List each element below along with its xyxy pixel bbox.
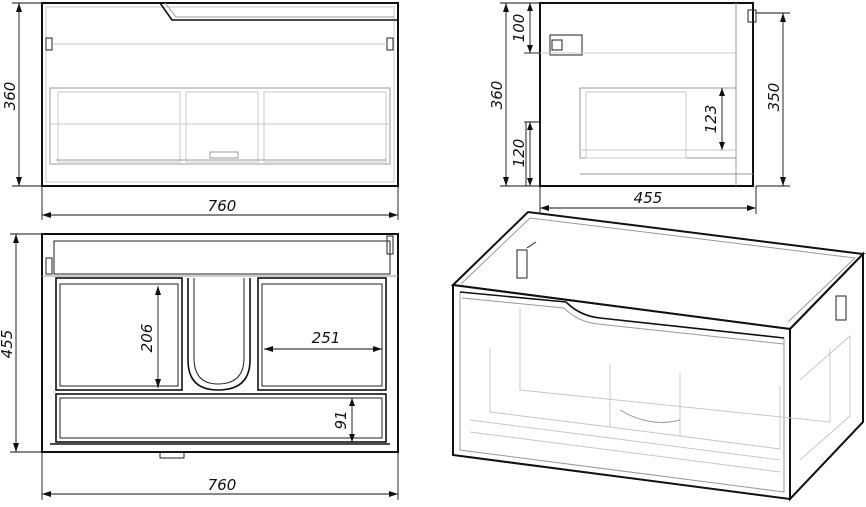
front-view xyxy=(41,2,399,187)
top-compartment-left xyxy=(55,277,183,391)
front-left-bracket xyxy=(45,37,53,51)
front-view-inner-outline xyxy=(45,6,395,183)
front-handle-cutout xyxy=(159,2,398,21)
arrow-down-icon xyxy=(527,178,533,186)
iso-hidden-back-box xyxy=(519,308,831,423)
front-compartment-right xyxy=(263,91,387,163)
top-depth-label: 455 xyxy=(0,330,16,359)
side-front-panel xyxy=(525,121,541,187)
side-view xyxy=(525,2,757,187)
iso-left-bracket xyxy=(516,249,528,279)
iso-left-bracket-arm xyxy=(526,241,537,249)
top-front-strip-inner xyxy=(59,397,383,439)
iso-hidden-siphon-cutout xyxy=(619,409,681,423)
side-mount-screw xyxy=(551,39,563,51)
arrow-down-icon xyxy=(503,177,509,186)
top-compartment-width-label: 251 xyxy=(312,329,341,347)
arrow-up-icon xyxy=(527,3,533,11)
iso-handle-groove xyxy=(459,291,785,339)
top-view-dimensions: 455 760 206 251 91 xyxy=(0,233,399,500)
isometric-view xyxy=(450,210,866,502)
top-front-strip-label: 91 xyxy=(332,410,350,429)
iso-front-inner-edge xyxy=(459,292,785,493)
arrow-up-icon xyxy=(503,3,509,12)
front-width-label: 760 xyxy=(208,197,237,215)
top-view-outline xyxy=(41,233,399,453)
arrow-left-icon xyxy=(540,205,549,211)
top-front-strip xyxy=(55,393,387,443)
top-width-label: 760 xyxy=(208,476,237,494)
top-back-rail xyxy=(53,240,391,275)
side-bottom-label: 120 xyxy=(510,139,528,168)
arrow-up-icon xyxy=(13,234,19,243)
front-view-outline xyxy=(41,2,399,187)
arrow-down-icon xyxy=(719,142,725,150)
arrow-left-icon xyxy=(42,212,51,218)
front-handle-cutout-inner xyxy=(164,2,394,18)
front-compartment-left xyxy=(57,91,181,163)
side-height-label: 360 xyxy=(488,81,506,110)
top-compartment-right xyxy=(257,277,387,391)
top-siphon-cutout-inner xyxy=(193,278,245,385)
iso-hidden-compartment-right xyxy=(679,373,781,450)
side-drawer-label: 123 xyxy=(702,105,720,134)
side-top-label: 100 xyxy=(510,14,528,43)
iso-handle-groove-inner xyxy=(461,297,785,345)
arrow-up-icon xyxy=(527,122,533,130)
arrow-up-icon xyxy=(16,3,22,12)
iso-top-face-inner xyxy=(460,217,857,323)
arrow-up-icon xyxy=(719,88,725,96)
iso-hidden-front-strip-top xyxy=(469,419,781,461)
front-drain-slot xyxy=(209,151,239,159)
top-left-bracket xyxy=(45,257,53,275)
front-inner-box xyxy=(49,87,391,165)
arrow-left-icon xyxy=(264,346,273,352)
arrow-down-icon xyxy=(349,434,355,442)
side-view-dimensions: 360 100 120 123 350 455 xyxy=(488,2,790,214)
side-back-label: 350 xyxy=(765,83,783,112)
arrow-down-icon xyxy=(155,379,161,388)
arrow-up-icon xyxy=(780,13,786,22)
side-mount-plate xyxy=(549,34,583,56)
iso-hidden-front-strip-bottom xyxy=(469,431,781,473)
top-view xyxy=(41,233,399,459)
arrow-down-icon xyxy=(527,45,533,53)
side-depth-label: 455 xyxy=(634,189,663,207)
front-right-bracket xyxy=(386,37,394,51)
side-top-bracket xyxy=(747,9,757,23)
top-drain-tab xyxy=(159,451,185,459)
arrow-right-icon xyxy=(747,205,756,211)
top-compartment-left-inner xyxy=(59,283,179,387)
front-view-dimensions: 360 760 xyxy=(1,2,399,220)
top-compartment-height-label: 206 xyxy=(138,324,156,353)
arrow-down-icon xyxy=(16,177,22,186)
top-compartment-right-inner xyxy=(261,283,383,387)
iso-right-face xyxy=(789,251,864,502)
arrow-down-icon xyxy=(13,443,19,452)
iso-hidden-right-panel xyxy=(799,334,851,461)
top-siphon-cutout xyxy=(187,278,251,391)
side-drawer-inner xyxy=(585,91,687,159)
arrow-right-icon xyxy=(373,346,382,352)
arrow-down-icon xyxy=(780,177,786,186)
arrow-up-icon xyxy=(349,398,355,406)
arrow-left-icon xyxy=(42,491,51,497)
front-height-label: 360 xyxy=(1,82,19,111)
iso-right-bracket xyxy=(835,295,847,321)
top-right-bracket xyxy=(386,235,394,255)
arrow-right-icon xyxy=(389,212,398,218)
front-compartment-middle xyxy=(185,91,259,163)
arrow-up-icon xyxy=(155,286,161,295)
arrow-right-icon xyxy=(389,491,398,497)
